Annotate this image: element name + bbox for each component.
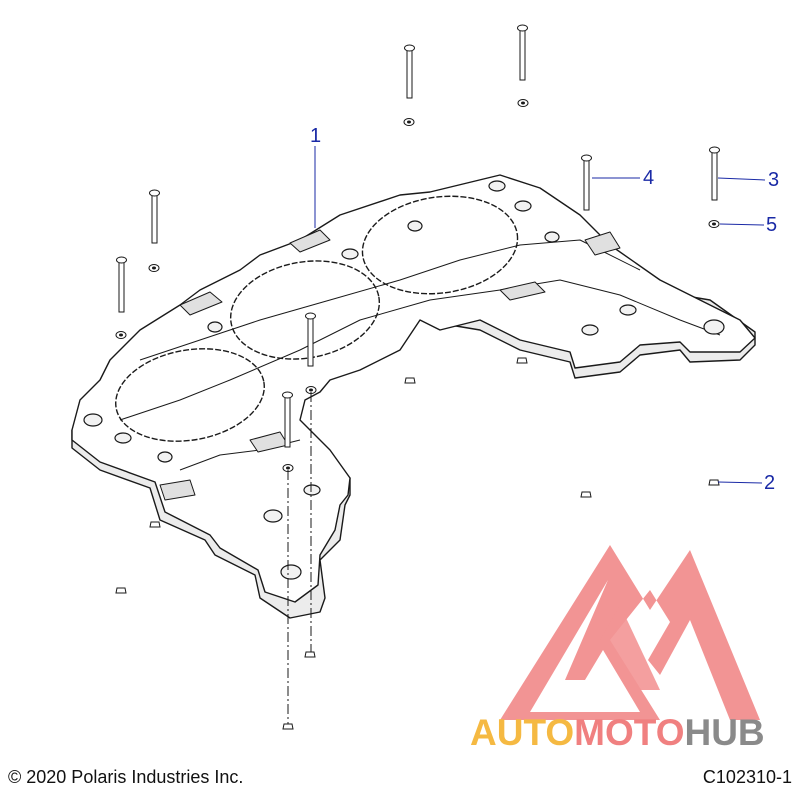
nut-b xyxy=(404,377,416,384)
bolt-b xyxy=(517,24,528,81)
callout-5: 5 xyxy=(766,214,778,236)
callout-1: 1 xyxy=(310,125,322,147)
watermark-moto: MOTO xyxy=(574,712,685,753)
cutout-ring-2 xyxy=(361,195,519,295)
watermark-auto: AUTO xyxy=(470,712,575,753)
nuts xyxy=(115,357,720,730)
rack-top-deck xyxy=(71,174,756,603)
nut-a xyxy=(516,357,528,364)
callout-3: 3 xyxy=(768,169,780,191)
callout-4: 4 xyxy=(643,167,655,189)
deck-slots xyxy=(159,229,621,501)
cutout-ring-3 xyxy=(115,348,265,442)
figure-id: C102310-1 xyxy=(702,767,792,787)
rack-assembly xyxy=(71,174,756,619)
watermark-hub: HUB xyxy=(684,712,765,753)
watermark-logo xyxy=(500,545,760,720)
bolt-c xyxy=(149,189,160,244)
nut-f xyxy=(304,651,316,658)
nut-part-2 xyxy=(708,479,720,486)
washer-c xyxy=(148,264,160,272)
assembly-centerlines xyxy=(287,392,312,724)
rack-inner-ridge-2 xyxy=(139,239,641,361)
bolt-d xyxy=(116,256,127,313)
bolt-e xyxy=(305,312,316,367)
nut-d xyxy=(149,521,161,528)
bolt-part-4 xyxy=(581,154,592,211)
washers xyxy=(115,99,720,472)
washer-d xyxy=(115,331,127,339)
nut-e xyxy=(115,587,127,594)
washer-part-5 xyxy=(708,220,720,228)
deck-bosses xyxy=(83,180,725,580)
leader-lines xyxy=(314,146,766,484)
bolts xyxy=(116,24,720,448)
watermark-wordmark: AUTOMOTOHUB xyxy=(470,712,765,754)
washer-a xyxy=(403,118,415,126)
callout-2: 2 xyxy=(764,472,776,494)
bolt-f xyxy=(282,391,293,448)
nut-g xyxy=(282,723,294,730)
bolt-part-3 xyxy=(709,146,720,201)
nut-c xyxy=(580,491,592,498)
washer-b xyxy=(517,99,529,107)
rack-inner-ridge xyxy=(119,279,721,421)
bolt-a xyxy=(404,44,415,99)
copyright-text: © 2020 Polaris Industries Inc. xyxy=(8,767,244,787)
washer-f xyxy=(282,464,294,472)
